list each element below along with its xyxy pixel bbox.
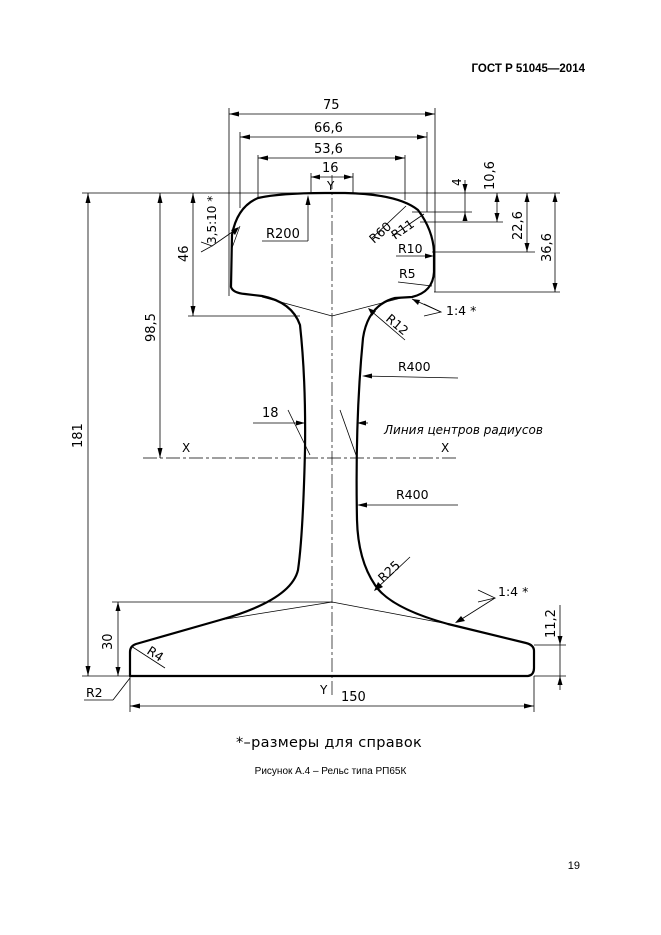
radius-r400-bottom: R400: [396, 487, 429, 502]
axis-x-left-label: X: [182, 441, 190, 455]
slope-base-top: 1:4 *: [455, 584, 528, 623]
dim-18: 18: [262, 406, 279, 421]
dim-11-2: 11,2: [544, 609, 559, 638]
slope-1-4-head: 1:4 *: [446, 303, 476, 318]
radius-r11: R11: [388, 216, 417, 242]
dim-46: 46: [177, 245, 192, 262]
dim-10-6: 10,6: [483, 161, 498, 190]
dim-4: 4: [450, 178, 464, 186]
head-inner-line: [231, 225, 241, 249]
dim-98-5: 98,5: [144, 313, 159, 342]
dim-16: 16: [322, 161, 339, 176]
dim-150: 150: [341, 690, 366, 705]
slope-head-under: 1:4 *: [411, 298, 476, 318]
center-line-label: Линия центров радиусов: [383, 423, 543, 437]
slope-3-5-10: 3,5:10 *: [205, 196, 219, 244]
axis-y-bottom-label: Y: [319, 683, 328, 697]
radius-r400-top: R400: [398, 359, 431, 374]
radius-r2: R2: [86, 685, 103, 700]
slope-1-4-base: 1:4 *: [498, 584, 528, 599]
dim-66-6: 66,6: [314, 121, 343, 136]
figure-caption: Рисунок А.4 – Рельс типа РП65К: [254, 766, 407, 777]
head-chord: [261, 296, 406, 317]
radius-r200: R200: [266, 227, 300, 242]
axis-y-top-label: Y: [326, 179, 335, 193]
dim-36-6: 36,6: [540, 233, 555, 262]
page-number: 19: [567, 860, 580, 872]
dim-75: 75: [323, 98, 340, 113]
dim-22-6: 22,6: [511, 211, 526, 240]
reference-note: *–размеры для справок: [236, 735, 423, 751]
radius-r10: R10: [398, 241, 423, 256]
dim-181: 181: [71, 423, 86, 448]
radius-r25: R25: [375, 557, 403, 585]
dim-53-6: 53,6: [314, 142, 343, 157]
standard-header: ГОСТ Р 51045—2014: [471, 63, 585, 75]
dim-30: 30: [101, 633, 116, 650]
axis-x-right-label: X: [441, 441, 449, 455]
radius-r5: R5: [399, 266, 416, 281]
radius-r12: R12: [383, 311, 411, 338]
slope-head-side: 3,5:10 *: [200, 196, 239, 253]
radius-r4: R4: [144, 643, 166, 665]
